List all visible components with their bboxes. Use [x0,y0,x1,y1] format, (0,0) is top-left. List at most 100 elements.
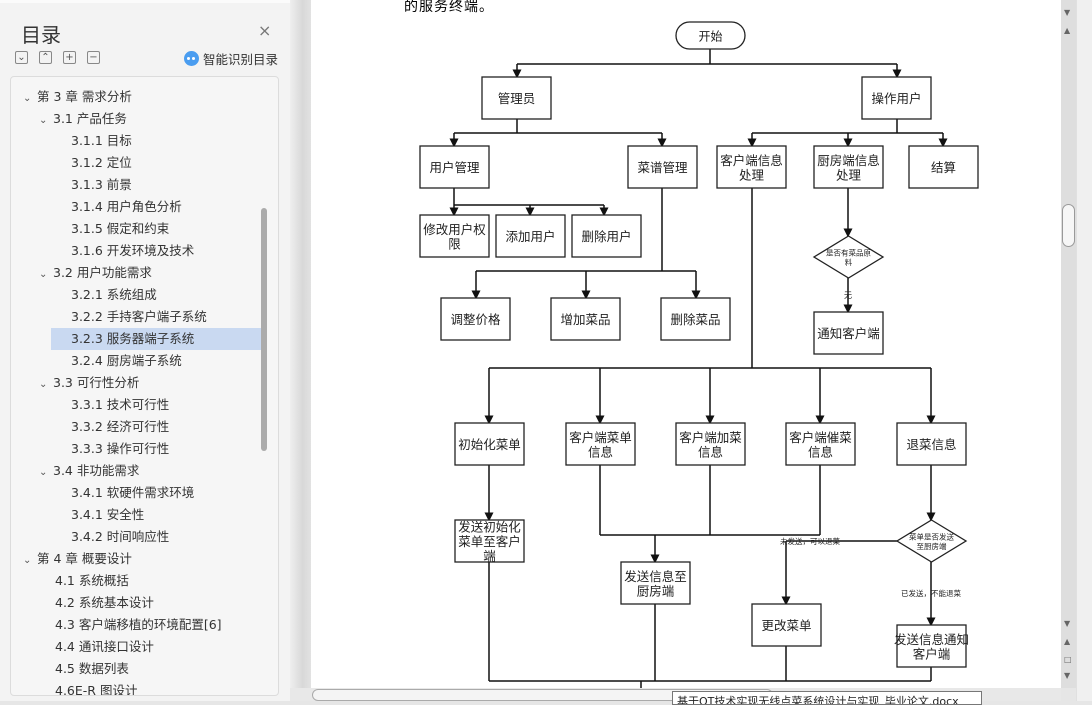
svg-text:结算: 结算 [931,160,956,175]
expand-all-button[interactable]: ⌄ [15,51,28,64]
toc-item[interactable]: 3.1.3 前景 [11,174,261,196]
vertical-scroll-thumb[interactable] [1062,204,1075,247]
toc-item[interactable]: ⌄第 4 章 概要设计 [11,548,261,570]
toc-item[interactable]: 4.5 数据列表 [11,658,261,680]
chevron-down-icon[interactable]: ⌄ [39,269,48,280]
chevron-down-icon[interactable]: ⌄ [23,93,32,104]
svg-text:端: 端 [483,549,496,564]
scroll-up-icon[interactable]: ▲ [1064,26,1071,35]
svg-text:客户端信息: 客户端信息 [720,153,783,168]
svg-text:至厨房端: 至厨房端 [917,541,947,551]
ai-robot-icon [184,51,199,66]
toc-item[interactable]: ⌄ 3.4 非功能需求 [11,460,261,482]
document-page: 的服务终端。 开始管理员操作用户用户管理菜谱管理客户端信息处理厨房端信息处理结算… [311,0,1061,688]
svg-text:增加菜品: 增加菜品 [560,312,610,327]
chevron-down-icon[interactable]: ⌄ [23,555,32,566]
toc-item-label: 4.3 客户端移植的环境配置[6] [55,617,222,632]
svg-text:菜单至客户: 菜单至客户 [458,534,521,549]
toc-item[interactable]: 4.6E-R 图设计 [11,680,261,695]
flow-label-already_sent: 已发送，不能退菜 [901,588,961,598]
toc-item[interactable]: ⌄第 3 章 需求分析 [11,86,261,108]
toc-item-label: 3.2.1 系统组成 [71,287,157,302]
toc-item[interactable]: 3.4.1 软硬件需求环境 [11,482,261,504]
toc-item-label: 4.4 通讯接口设计 [55,639,154,654]
prev-page-icon[interactable]: ▲ [1064,637,1071,646]
flow-node-user_mgmt: 用户管理 [419,145,490,189]
expand-level-button[interactable]: + [63,51,76,64]
toc-scrollbar[interactable] [261,208,267,451]
flow-node-del_user: 删除用户 [571,214,642,258]
scroll-top-icon[interactable]: ▼ [1064,8,1071,17]
toc-item[interactable]: 3.1.6 开发环境及技术 [11,240,261,262]
close-icon[interactable]: × [258,21,272,40]
toc-item[interactable]: ⌄3.2 用户功能需求 [11,262,261,284]
chevron-down-icon[interactable]: ⌄ [39,467,48,478]
svg-text:操作用户: 操作用户 [871,91,921,106]
ai-recognize-toc-button[interactable]: 智能识别目录 [184,49,278,68]
svg-text:调整价格: 调整价格 [450,312,501,327]
toc-item[interactable]: 3.4.2 时间响应性 [11,526,261,548]
toc-item[interactable]: 4.1 系统概括 [11,570,261,592]
chevron-down-icon[interactable]: ⌄ [39,379,48,390]
toc-item[interactable]: 3.1.2 定位 [11,152,261,174]
svg-text:厨房端: 厨房端 [637,583,675,598]
toc-item-label: 3.4.1 安全性 [71,507,145,522]
toc-item[interactable]: 3.2.3 服务器端子系统 [51,328,261,350]
toc-item-label: 4.1 系统概括 [55,573,129,588]
toc-item[interactable]: 4.3 客户端移植的环境配置[6] [11,614,261,636]
toc-item-label: 3.3.3 操作可行性 [71,441,170,456]
svg-text:管理员: 管理员 [498,91,536,106]
toc-item-label: 3.3 可行性分析 [53,375,140,390]
toc-item[interactable]: ⌄ 3.3 可行性分析 [11,372,261,394]
toc-item[interactable]: 3.2.1 系统组成 [11,284,261,306]
toc-item[interactable]: 3.2.2 手持客户端子系统 [11,306,261,328]
collapse-level-button[interactable]: − [87,51,100,64]
toc-item-label: 3.3.1 技术可行性 [71,397,170,412]
toc-item[interactable]: 4.2 系统基本设计 [11,592,261,614]
collapse-all-button[interactable]: ⌃ [39,51,52,64]
toc-item-label: 3.1.3 前景 [71,177,132,192]
toc-item-label: 3.4 非功能需求 [53,463,140,478]
svg-text:删除菜品: 删除菜品 [670,312,720,327]
flow-node-operator: 操作用户 [861,76,932,120]
document-tooltip: 基于QT技术实现无线点菜系统设计与实现_毕业论文.docx [672,691,982,705]
toc-item-label: 3.4.1 软硬件需求环境 [71,485,195,500]
toc-item[interactable]: 4.4 通讯接口设计 [11,636,261,658]
svg-text:客户端加菜: 客户端加菜 [679,430,742,445]
chevron-down-icon[interactable]: ⌄ [39,115,48,126]
toc-title: 目录 [21,23,61,47]
toc-item[interactable]: 3.4.1 安全性 [11,504,261,526]
toc-item-label: 3.1.6 开发环境及技术 [71,243,195,258]
toc-item[interactable]: 3.2.4 厨房端子系统 [11,350,261,372]
toc-item[interactable]: 3.1.5 假定和约束 [11,218,261,240]
svg-text:修改用户权: 修改用户权 [423,222,486,237]
toc-item[interactable]: ⌄ 3.1 产品任务 [11,108,261,130]
toc-item[interactable]: 3.3.3 操作可行性 [11,438,261,460]
toc-item[interactable]: 3.3.1 技术可行性 [11,394,261,416]
toc-item[interactable]: 3.1.1 目标 [11,130,261,152]
flow-label-not_sent: 未发送，可以退菜 [780,536,840,546]
toc-item-label: 3.1.5 假定和约束 [71,221,170,236]
flow-node-init_menu: 初始化菜单 [454,422,525,466]
toc-item[interactable]: 3.1.4 用户角色分析 [11,196,261,218]
flow-label-none_label: 无 [844,291,852,300]
svg-text:是否有菜品原: 是否有菜品原 [826,247,871,257]
next-page-icon[interactable]: ▼ [1064,671,1071,680]
toc-item-label: 3.1.2 定位 [71,155,132,170]
select-browse-icon[interactable]: □ [1064,655,1072,664]
vertical-scrollbar[interactable]: ▼ ▲ ▼ ▲ □ ▼ [1061,0,1076,688]
svg-text:菜谱管理: 菜谱管理 [637,160,688,175]
toc-item-label: 3.1 产品任务 [53,111,127,126]
flow-node-start: 开始 [675,21,746,50]
scroll-down-icon[interactable]: ▼ [1064,619,1071,628]
flow-node-admin: 管理员 [481,76,552,120]
toc-item-label: 3.3.2 经济可行性 [71,419,170,434]
toc-item[interactable]: 3.3.2 经济可行性 [11,416,261,438]
svg-text:客户端: 客户端 [913,646,951,661]
flowchart: 开始管理员操作用户用户管理菜谱管理客户端信息处理厨房端信息处理结算修改用户权限添… [419,21,979,688]
